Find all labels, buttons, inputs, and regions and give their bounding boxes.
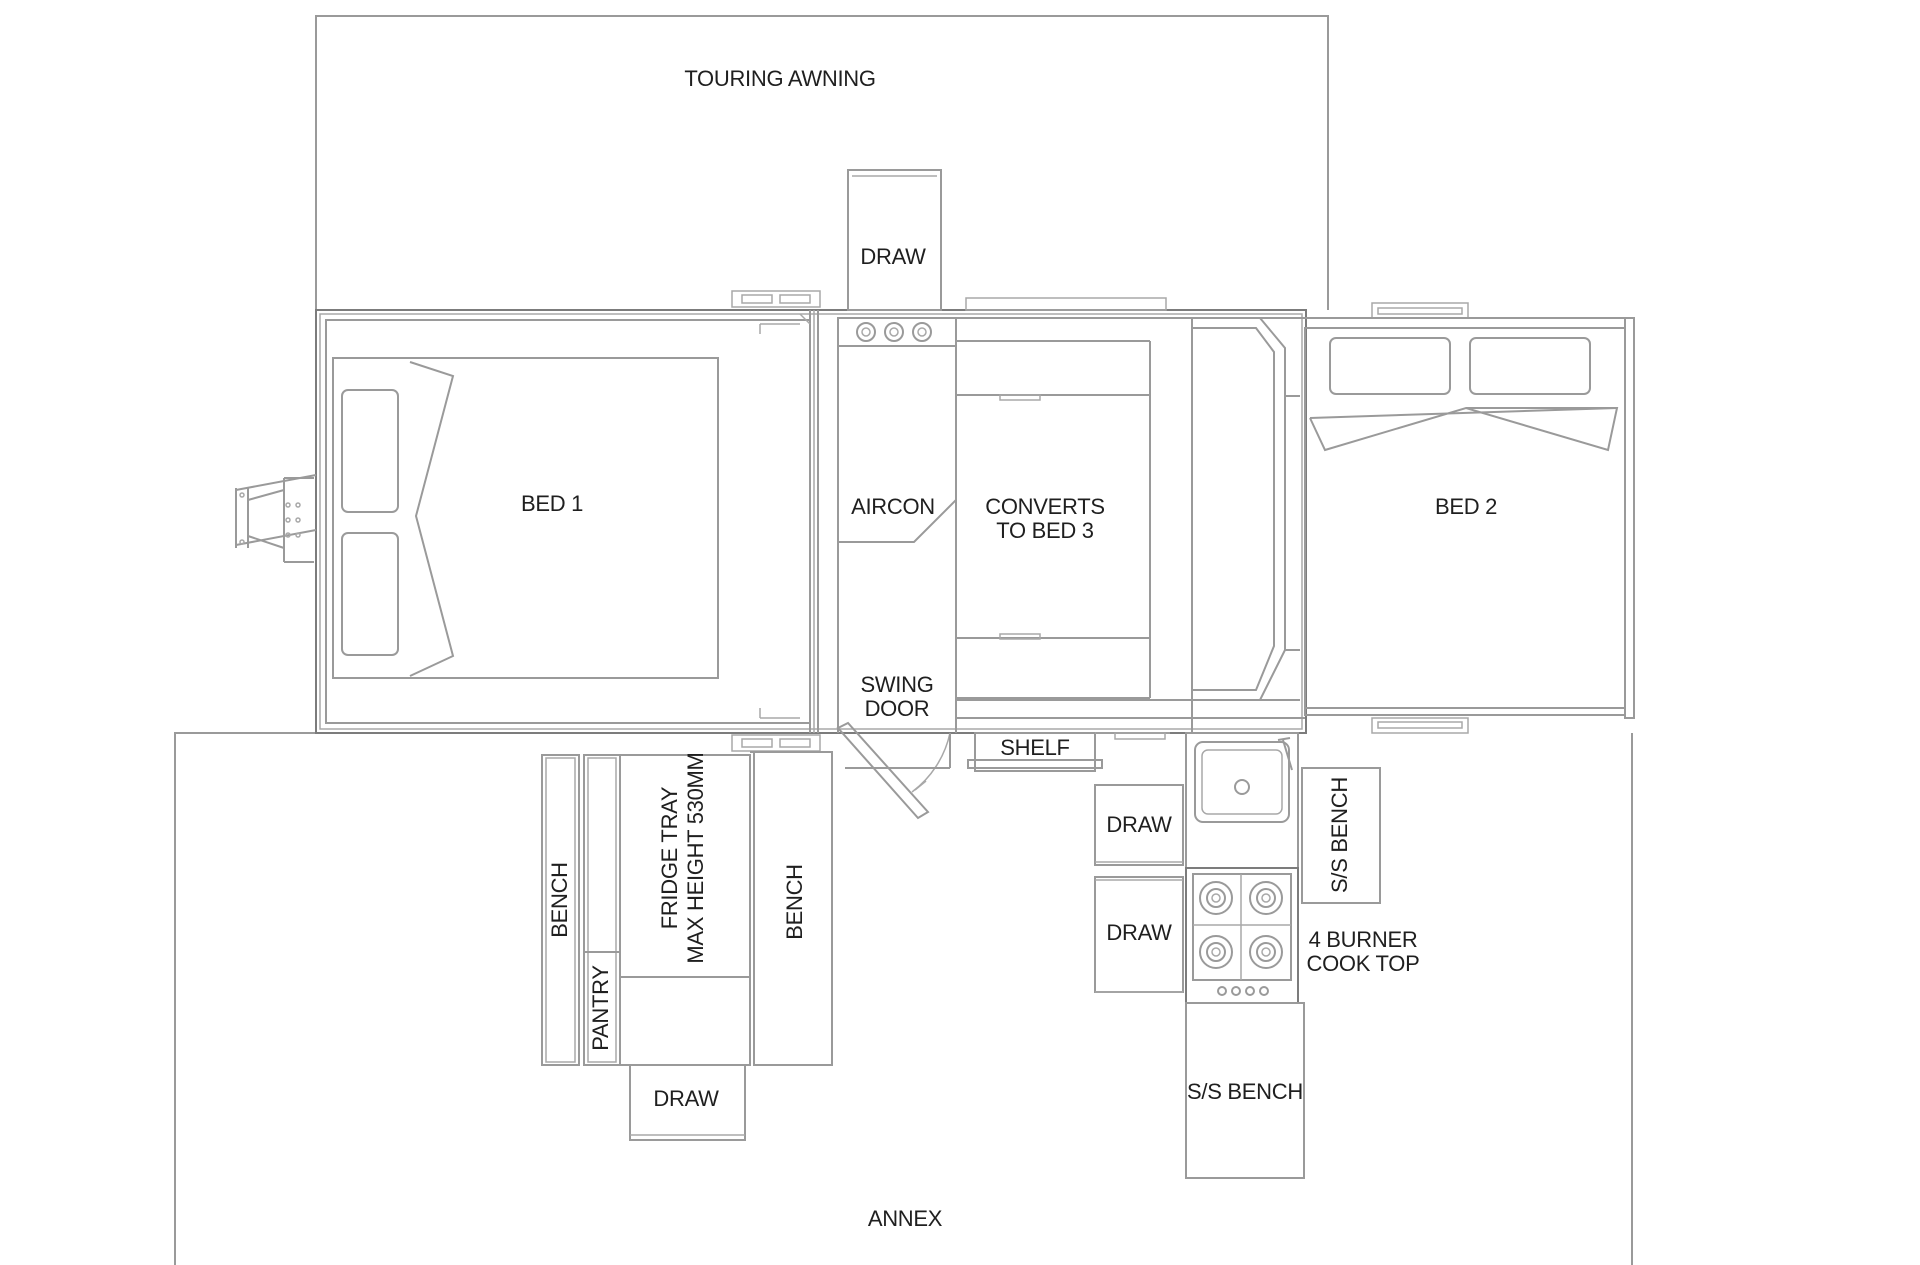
touring-awning-outline [315, 15, 1329, 310]
bed-2: BED 2 [1304, 302, 1635, 734]
camper-body [315, 309, 1307, 734]
interior-walls: AIRCON CONVERTS TO BED 3 [837, 297, 1305, 733]
bench-left: BENCH [541, 754, 580, 1066]
bed-1: BED 1 [332, 357, 719, 679]
draw-kitchen-2: DRAW [1094, 876, 1184, 993]
draw-bottom: DRAW [629, 1064, 746, 1141]
pantry: PANTRY [583, 754, 621, 1066]
converts-label-2: TO BED 3 [996, 518, 1094, 543]
draw-kitchen-1-label: DRAW [1106, 812, 1172, 837]
bed-1-label: BED 1 [521, 491, 583, 516]
cooktop-label-1: 4 BURNER [1309, 927, 1418, 952]
draw-top: DRAW [847, 169, 942, 311]
ss-bench-side-label: S/S BENCH [1327, 777, 1352, 893]
ss-bench-main: S/S BENCH [1185, 1002, 1305, 1179]
draw-kitchen-1: DRAW [1094, 784, 1184, 866]
swing-door-label-1: SWING [860, 672, 933, 697]
fridge-label-1: FRIDGE TRAY [657, 786, 682, 929]
swing-door-label-2: DOOR [865, 696, 930, 721]
burner-4 [1249, 935, 1283, 969]
bed-2-label: BED 2 [1435, 494, 1497, 519]
bench-left-label: BENCH [547, 862, 572, 938]
annex-label: ANNEX [868, 1206, 943, 1231]
ss-bench-side: S/S BENCH [1301, 767, 1381, 904]
cooktop: 4 BURNER COOK TOP [1185, 867, 1420, 1004]
burner-1 [1199, 881, 1233, 915]
aircon-label: AIRCON [851, 494, 935, 519]
hinge-top [731, 290, 821, 308]
bench-right: BENCH [750, 751, 833, 1066]
kitchen-sink [1185, 732, 1299, 869]
pantry-label: PANTRY [588, 965, 613, 1051]
burner-3 [1199, 935, 1233, 969]
ss-bench-main-label: S/S BENCH [1187, 1079, 1303, 1104]
draw-top-label: DRAW [860, 244, 926, 269]
swing-door: SWING DOOR [836, 672, 951, 820]
draw-kitchen-2-label: DRAW [1106, 920, 1172, 945]
fridge-tray: FRIDGE TRAY MAX HEIGHT 530MM [619, 752, 751, 1066]
shelf-label: SHELF [1000, 735, 1069, 760]
shelf: SHELF [967, 732, 1170, 772]
hinge-bottom [731, 734, 821, 752]
touring-awning-label: TOURING AWNING [684, 66, 875, 91]
annex-outline [174, 732, 1633, 1265]
bench-right-label: BENCH [782, 864, 807, 940]
converts-label-1: CONVERTS [985, 494, 1104, 519]
burner-2 [1249, 881, 1283, 915]
draw-bottom-label: DRAW [653, 1086, 719, 1111]
cooktop-label-2: COOK TOP [1307, 951, 1420, 976]
fridge-label-2: MAX HEIGHT 530MM [683, 752, 708, 963]
tow-hitch [235, 474, 317, 563]
